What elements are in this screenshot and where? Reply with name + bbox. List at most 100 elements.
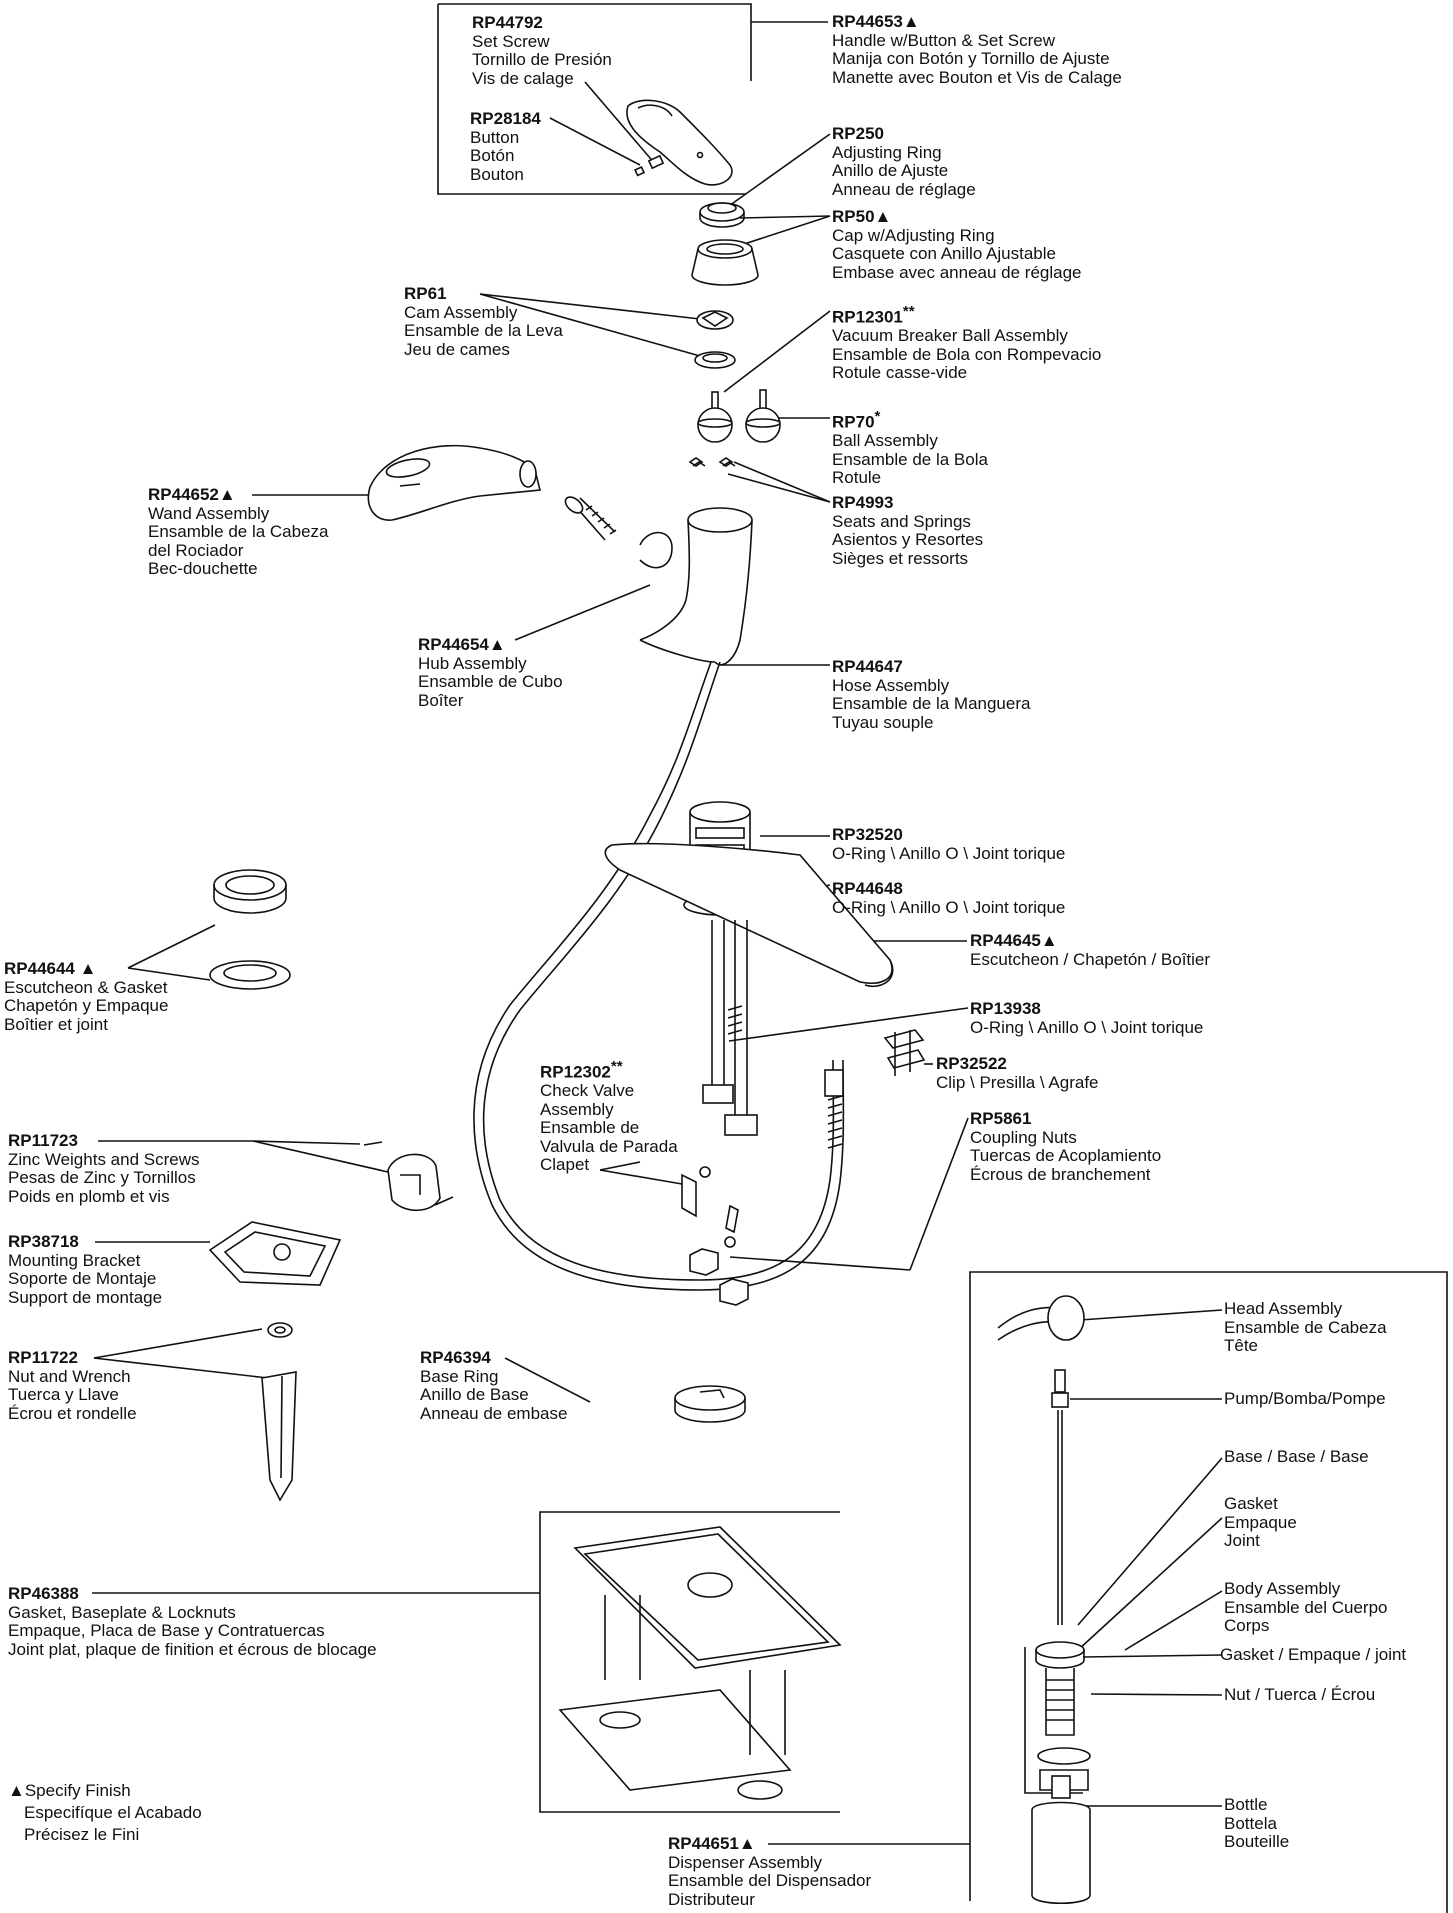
- seats-and-springs-part: [688, 457, 736, 467]
- desc: O-Ring \ Anillo O \ Joint torique: [970, 1017, 1204, 1037]
- part-number-text: RP12302: [540, 1062, 611, 1082]
- desc: Escutcheon / Chapetón / Boîtier: [970, 949, 1211, 969]
- desc-fr: Anneau de embase: [420, 1403, 568, 1423]
- set-screw-part: [634, 154, 665, 177]
- desc: Clip \ Presilla \ Agrafe: [936, 1072, 1099, 1092]
- dispenser-head-part: [997, 1295, 1085, 1341]
- desc-es: Ensamble de Cabeza: [1224, 1317, 1387, 1337]
- footnote-fr: Précisez le Fini: [24, 1825, 140, 1844]
- desc-en: Handle w/Button & Set Screw: [832, 30, 1056, 50]
- part-number: RP50▲: [832, 207, 892, 226]
- label-rp46388: RP46388 Gasket, Baseplate & Locknuts Emp…: [8, 1584, 377, 1659]
- escutcheon-part: [604, 842, 894, 987]
- label-rp32522: RP32522 Clip \ Presilla \ Agrafe: [936, 1054, 1099, 1092]
- part-number: RP70*: [832, 408, 988, 432]
- desc-es: Empaque: [1224, 1512, 1297, 1532]
- mounting-bracket-part: [208, 1221, 342, 1286]
- desc-fr: Boîtier et joint: [4, 1014, 108, 1034]
- part-number: RP32522: [936, 1054, 1007, 1073]
- part-number: RP44647: [832, 657, 903, 676]
- desc-en: Gasket, Baseplate & Locknuts: [8, 1602, 236, 1622]
- cap-part: [691, 239, 759, 286]
- desc-es: Tuerca y Llave: [8, 1385, 119, 1404]
- desc-fr: Poids en plomb et vis: [8, 1186, 170, 1206]
- desc-en: Nut and Wrench: [8, 1366, 131, 1386]
- desc-en: Ball Assembly: [832, 431, 938, 451]
- part-number: RP11722: [8, 1348, 78, 1367]
- desc-es: Ensamble de la Leva: [404, 321, 563, 340]
- desc-3: Ensamble de: [540, 1118, 640, 1138]
- part-number: RP44644 ▲: [4, 959, 97, 978]
- desc-es: Ensamble de la Bola: [832, 449, 988, 469]
- label-rp12301: RP12301** Vacuum Breaker Ball Assembly E…: [832, 303, 1101, 383]
- label-rp44651: RP44651▲ Dispenser Assembly Ensamble del…: [668, 1834, 871, 1909]
- desc-en: Wand Assembly: [148, 503, 270, 523]
- label-dispenser-gasket-2: Gasket / Empaque / joint: [1220, 1645, 1406, 1665]
- escutcheon-and-gasket-part: [209, 869, 291, 990]
- desc-en: Gasket: [1224, 1494, 1278, 1513]
- part-number: RP46388: [8, 1584, 79, 1603]
- desc-es: Asientos y Resortes: [832, 530, 984, 549]
- part-number: RP46394: [420, 1348, 491, 1367]
- leader-lines: [92, 81, 1223, 1845]
- dispenser-bottle-part: [1031, 1775, 1091, 1904]
- mark: **: [610, 1058, 623, 1075]
- label-dispenser-base: Base / Base / Base: [1224, 1447, 1369, 1467]
- nut-and-wrench-part: [261, 1322, 297, 1502]
- desc-en: Vacuum Breaker Ball Assembly: [832, 326, 1068, 346]
- footnote-en: ▲Specify Finish: [8, 1781, 131, 1800]
- base-ring-part: [674, 1385, 746, 1423]
- label-rp44645: RP44645▲ Escutcheon / Chapetón / Boîtier: [970, 931, 1211, 969]
- desc-fr: Écrou et rondelle: [8, 1403, 137, 1423]
- desc: Pump/Bomba/Pompe: [1224, 1389, 1386, 1408]
- part-number: RP4993: [832, 493, 894, 512]
- label-rp44647: RP44647 Hose Assembly Ensamble de la Man…: [832, 657, 1031, 732]
- finish-footnote: ▲Specify Finish Especifíque el Acabado P…: [8, 1780, 202, 1846]
- desc-en: Set Screw: [472, 31, 550, 51]
- label-rp38718: RP38718 Mounting Bracket Soporte de Mont…: [8, 1232, 163, 1307]
- desc-es: Pesas de Zinc y Tornillos: [8, 1168, 196, 1187]
- desc-fr: Joint plat, plaque de finition et écrous…: [8, 1639, 377, 1659]
- part-number: RP28184: [470, 109, 541, 128]
- desc-es: Anillo de Base: [420, 1385, 529, 1404]
- desc-en: Hub Assembly: [418, 653, 527, 673]
- dispenser-group-frame: [969, 1271, 1448, 1913]
- label-rp32520: RP32520 O-Ring \ Anillo O \ Joint toriqu…: [832, 825, 1065, 863]
- label-dispenser-gasket: Gasket Empaque Joint: [1224, 1494, 1297, 1551]
- part-number: RP44654▲: [418, 635, 506, 654]
- desc-1: Check Valve: [540, 1081, 635, 1101]
- desc-es: Manija con Botón y Tornillo de Ajuste: [832, 49, 1110, 68]
- desc-es: Tuercas de Acoplamiento: [970, 1146, 1162, 1165]
- desc-fr: Tuyau souple: [832, 712, 934, 732]
- part-number: RP13938: [970, 999, 1041, 1018]
- part-number: RP12301**: [832, 303, 1101, 327]
- desc-es: Ensamble de la Manguera: [832, 694, 1031, 713]
- label-rp46394: RP46394 Base Ring Anillo de Base Anneau …: [420, 1348, 568, 1423]
- baseplate-part: [558, 1526, 842, 1800]
- desc-en: Button: [470, 127, 520, 147]
- desc-fr: Support de montage: [8, 1287, 163, 1307]
- label-rp4993: RP4993 Seats and Springs Asientos y Reso…: [832, 493, 984, 568]
- label-rp11722: RP11722 Nut and Wrench Tuerca y Llave Éc…: [8, 1348, 137, 1423]
- desc-fr: Joint: [1224, 1531, 1260, 1550]
- label-rp28184: RP28184 Button Botón Bouton: [470, 109, 541, 184]
- desc: Nut / Tuerca / Écrou: [1224, 1685, 1376, 1704]
- desc-es: Anillo de Ajuste: [832, 161, 949, 180]
- desc-fr: Rotule: [832, 468, 882, 488]
- label-rp44644: RP44644 ▲ Escutcheon & Gasket Chapetón y…: [4, 959, 168, 1034]
- mark: *: [874, 408, 881, 425]
- desc-5: Clapet: [540, 1155, 590, 1175]
- part-number: RP38718: [8, 1232, 79, 1251]
- wand-part: [367, 444, 542, 521]
- part-number: RP44648: [832, 879, 903, 898]
- desc-en: Cam Assembly: [404, 302, 518, 322]
- label-rp44648: RP44648 O-Ring \ Anillo O \ Joint toriqu…: [832, 879, 1065, 917]
- zinc-weights-part: [363, 1141, 454, 1211]
- label-rp61: RP61 Cam Assembly Ensamble de la Leva Je…: [404, 284, 563, 359]
- mark: **: [902, 303, 915, 320]
- part-number: RP44653▲: [832, 12, 920, 31]
- desc-en: Hose Assembly: [832, 675, 950, 695]
- part-number-text: RP12301: [832, 307, 903, 327]
- clip-part: [883, 1029, 926, 1076]
